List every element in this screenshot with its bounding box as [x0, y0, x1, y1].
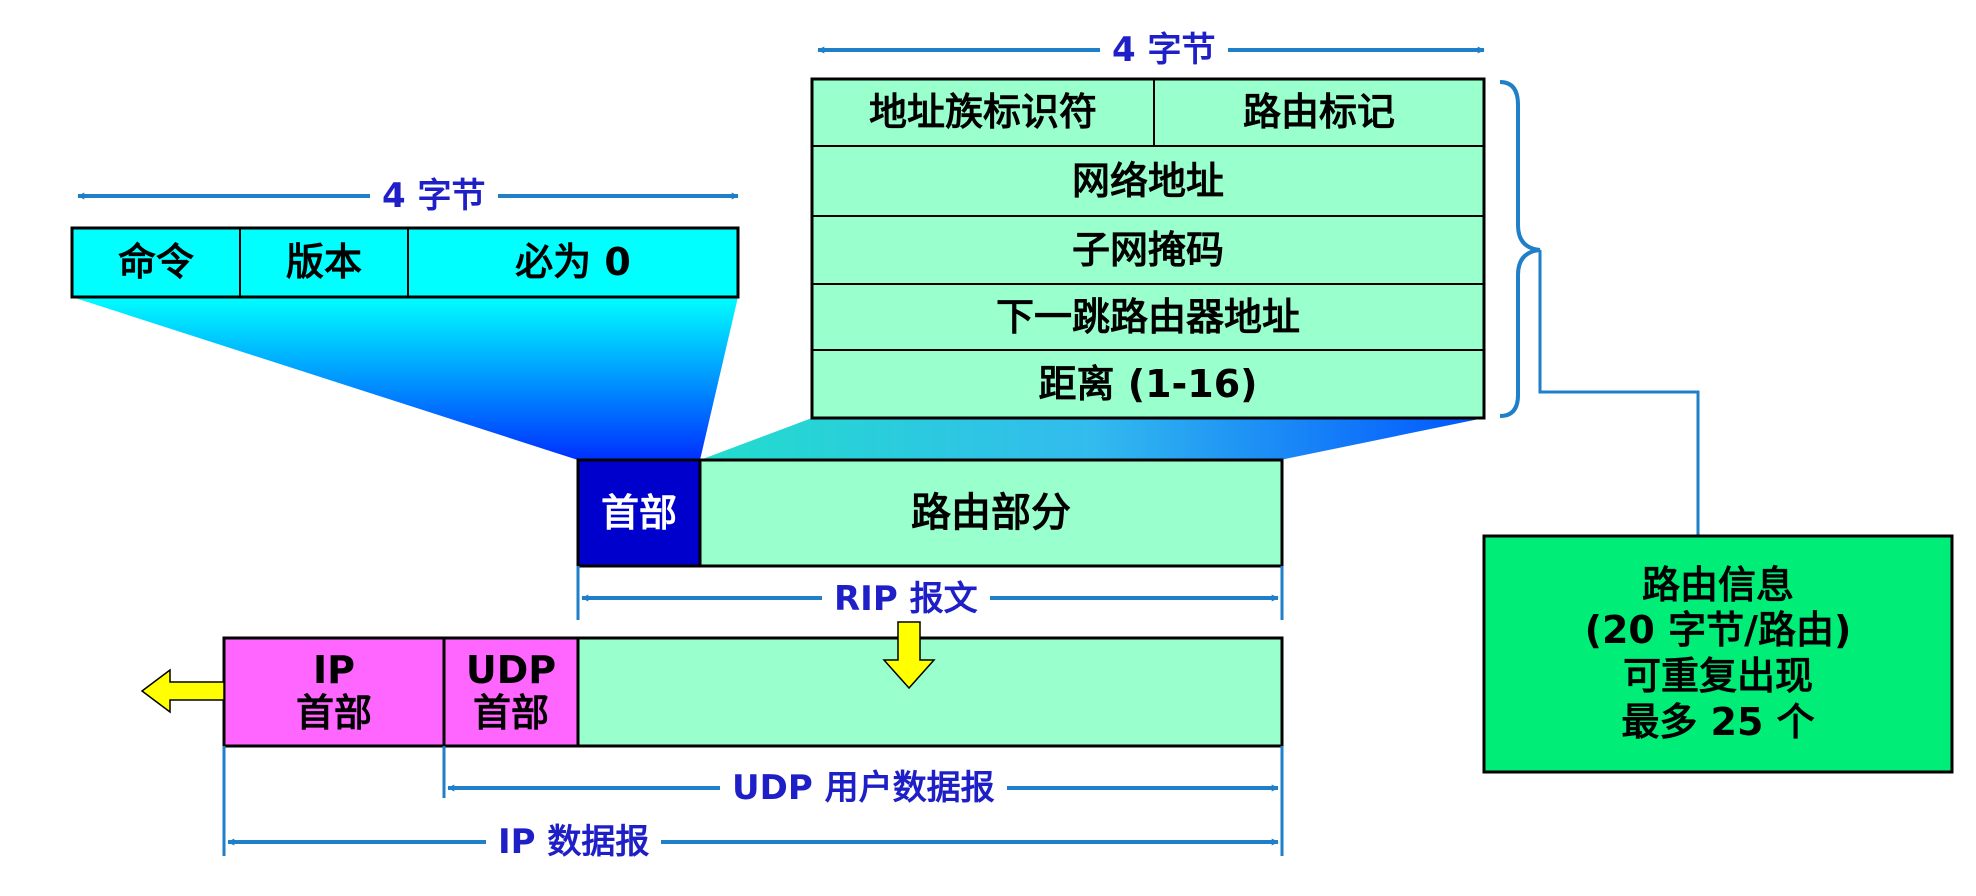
rip-routing-part-label: 路由部分: [911, 489, 1071, 536]
udp-span-label: UDP 用户数据报: [720, 768, 1007, 808]
route-info-line-3: 可重复出现: [1622, 654, 1813, 698]
header-field-box: [70, 226, 740, 299]
route-entry-width-label: 4 字节: [1100, 31, 1228, 69]
rip-header-label: 首部: [600, 490, 677, 535]
field-network-address: 网络地址: [1071, 158, 1224, 203]
udp-payload-box: [576, 636, 1284, 748]
field-command: 命令: [117, 240, 194, 285]
field-subnet-mask: 子网掩码: [1071, 227, 1224, 272]
field-version: 版本: [285, 240, 362, 285]
field-distance: 距离 (1-16): [1038, 361, 1258, 406]
rip-routing-part-box: [698, 458, 1284, 568]
field-next-hop: 下一跳路由器地址: [995, 294, 1300, 339]
ip-span-label: IP 数据报: [486, 822, 662, 862]
route-info-note-box: [1482, 534, 1954, 774]
route-entry-brace: [1499, 80, 1541, 418]
udp-header-box: [442, 636, 580, 748]
route-info-line-4: 最多 25 个: [1621, 699, 1815, 744]
route-info-note: 路由信息 (20 字节/路由) 可重复出现 最多 25 个: [1484, 536, 1952, 772]
field-route-tag: 路由标记: [1242, 90, 1395, 135]
route-info-line-1: 路由信息: [1641, 562, 1794, 607]
outgoing-left-arrow: [140, 668, 225, 714]
route-entry-box: [810, 77, 1486, 420]
header-projection-wedge: [72, 297, 738, 460]
ip-header-label: IP 首部: [295, 648, 372, 735]
brace-connector-line: [1538, 250, 1700, 536]
field-address-family: 地址族标识符: [868, 90, 1097, 135]
field-must-be-zero: 必为 0: [515, 240, 631, 285]
header-width-label: 4 字节: [370, 177, 498, 215]
rip-span-label: RIP 报文: [822, 580, 990, 618]
udp-header-label: UDP 首部: [465, 648, 557, 735]
route-info-line-2: (20 字节/路由): [1584, 608, 1852, 653]
route-entry-projection-wedge: [700, 418, 1484, 460]
encapsulation-down-arrow: [882, 621, 936, 690]
